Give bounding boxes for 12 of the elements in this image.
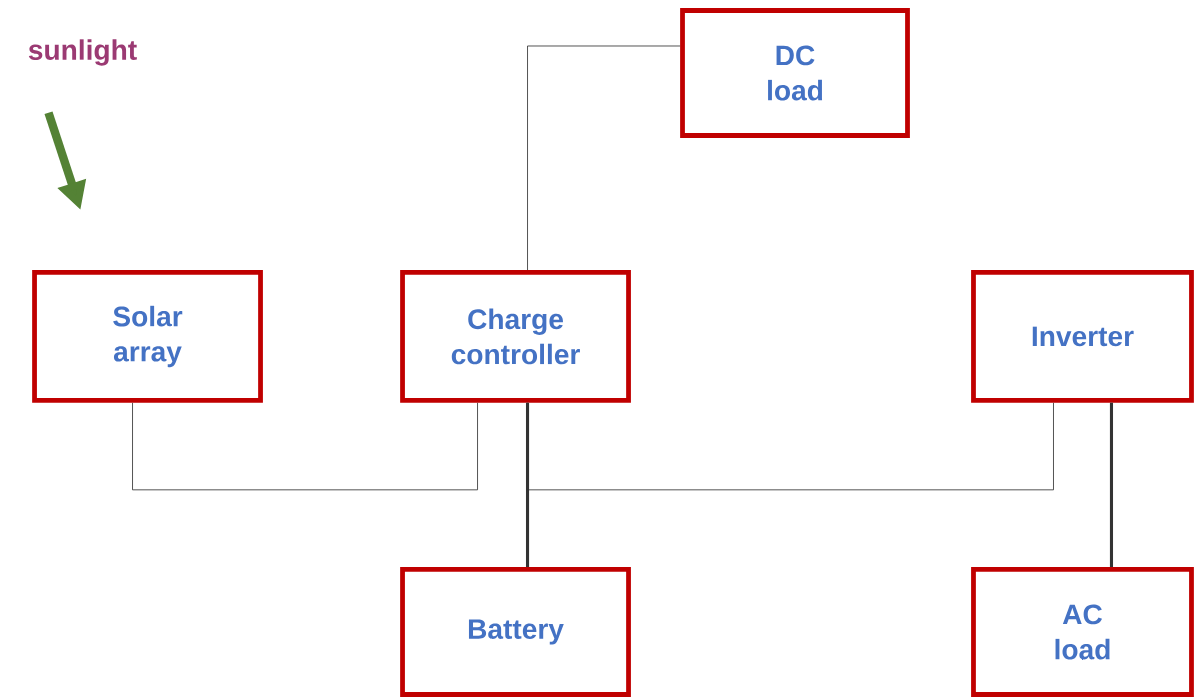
- process-box: Charge controller: [400, 270, 631, 403]
- process-box: DC load: [680, 8, 910, 138]
- connector-line: [132, 402, 478, 491]
- text-label: sunlight: [28, 39, 137, 66]
- process-box: Solar array: [32, 270, 263, 403]
- connector-line: [1109, 402, 1114, 568]
- process-box: Battery: [400, 567, 631, 697]
- process-box: Inverter: [971, 270, 1194, 403]
- connector-line: [527, 402, 1054, 491]
- connector-line: [527, 45, 681, 271]
- process-box: AC load: [971, 567, 1194, 697]
- connector-line: [525, 402, 530, 568]
